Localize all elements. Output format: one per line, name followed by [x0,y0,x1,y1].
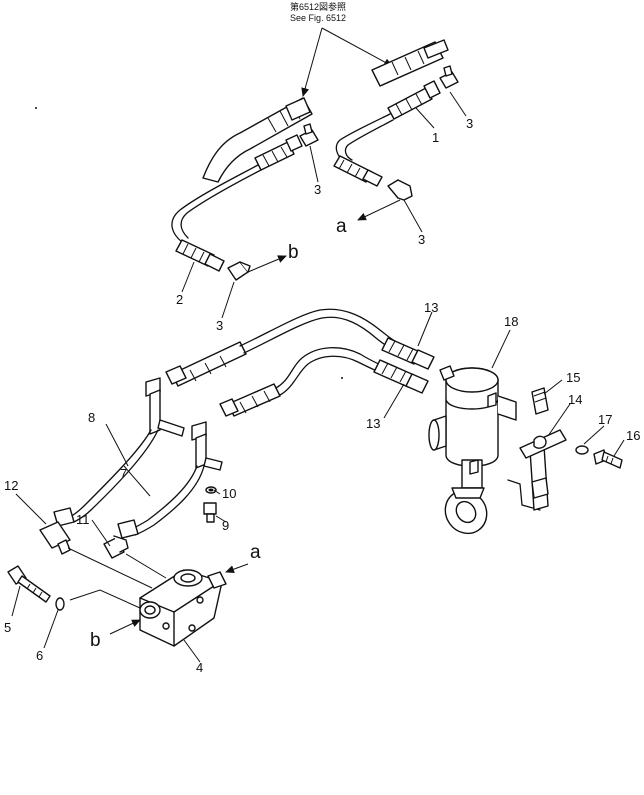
connection-arrows [109,199,401,635]
callout-13-lower: 13 [366,416,380,431]
fitting-12 [39,521,71,555]
callout-16: 16 [626,428,640,443]
callout-1: 1 [432,130,439,145]
connection-label-b-upper: b [288,242,299,263]
callout-14: 14 [568,392,582,407]
callout-9: 9 [222,518,229,533]
upper-right-hose-end [371,39,449,87]
callout-leaders [11,91,625,663]
callout-12: 12 [4,478,18,493]
hose-1 [333,80,441,187]
connection-label-a-lower: a [250,542,261,563]
callout-3-top-left: 3 [314,182,321,197]
connection-label-a-upper: a [336,216,347,237]
control-valve-4 [139,569,227,647]
upper-left-hose-end [202,97,313,183]
fitting-3-lower-left [227,261,251,281]
callout-5: 5 [4,620,11,635]
fitting-3-top-left [299,123,319,147]
elbow-11 [103,535,129,559]
fitting-3-lower-right [387,179,413,201]
tube-8 [53,377,185,527]
hose-2 [171,134,303,272]
reference-note-arrows [301,27,393,97]
fitting-3-top-right [439,65,459,89]
reference-note-en: See Fig. 6512 [290,13,346,23]
scan-dot [341,377,343,379]
callout-18: 18 [504,314,518,329]
callout-4: 4 [196,660,203,675]
callout-13-upper: 13 [424,300,438,315]
callout-6: 6 [36,648,43,663]
bracket-14 [519,429,567,459]
component-18-valve-body [428,365,517,535]
callout-15: 15 [566,370,580,385]
callout-17: 17 [598,412,612,427]
callout-3-top-right: 3 [466,116,473,131]
bolt-16 [593,449,623,469]
tube-7 [117,421,223,539]
reference-note-jp: 第6512図参照 [290,1,346,12]
washer-17 [575,445,589,455]
washer-6 [55,597,65,611]
connection-label-b-lower: b [90,630,101,651]
scan-dot [35,107,37,109]
callout-3-lower-right: 3 [418,232,425,247]
callout-3-lower-left: 3 [216,318,223,333]
assembly-guide-lines [67,547,167,609]
callout-10: 10 [222,486,236,501]
callout-8: 8 [88,410,95,425]
callout-11: 11 [76,512,90,527]
hose-13-lower [219,347,429,417]
callout-2: 2 [176,292,183,307]
callout-7: 7 [120,466,127,481]
grease-nipple-15 [531,387,549,415]
washer-10 [205,486,217,494]
hose-13-upper [165,308,435,387]
bolt-9 [203,502,217,523]
bolt-5 [7,565,51,603]
